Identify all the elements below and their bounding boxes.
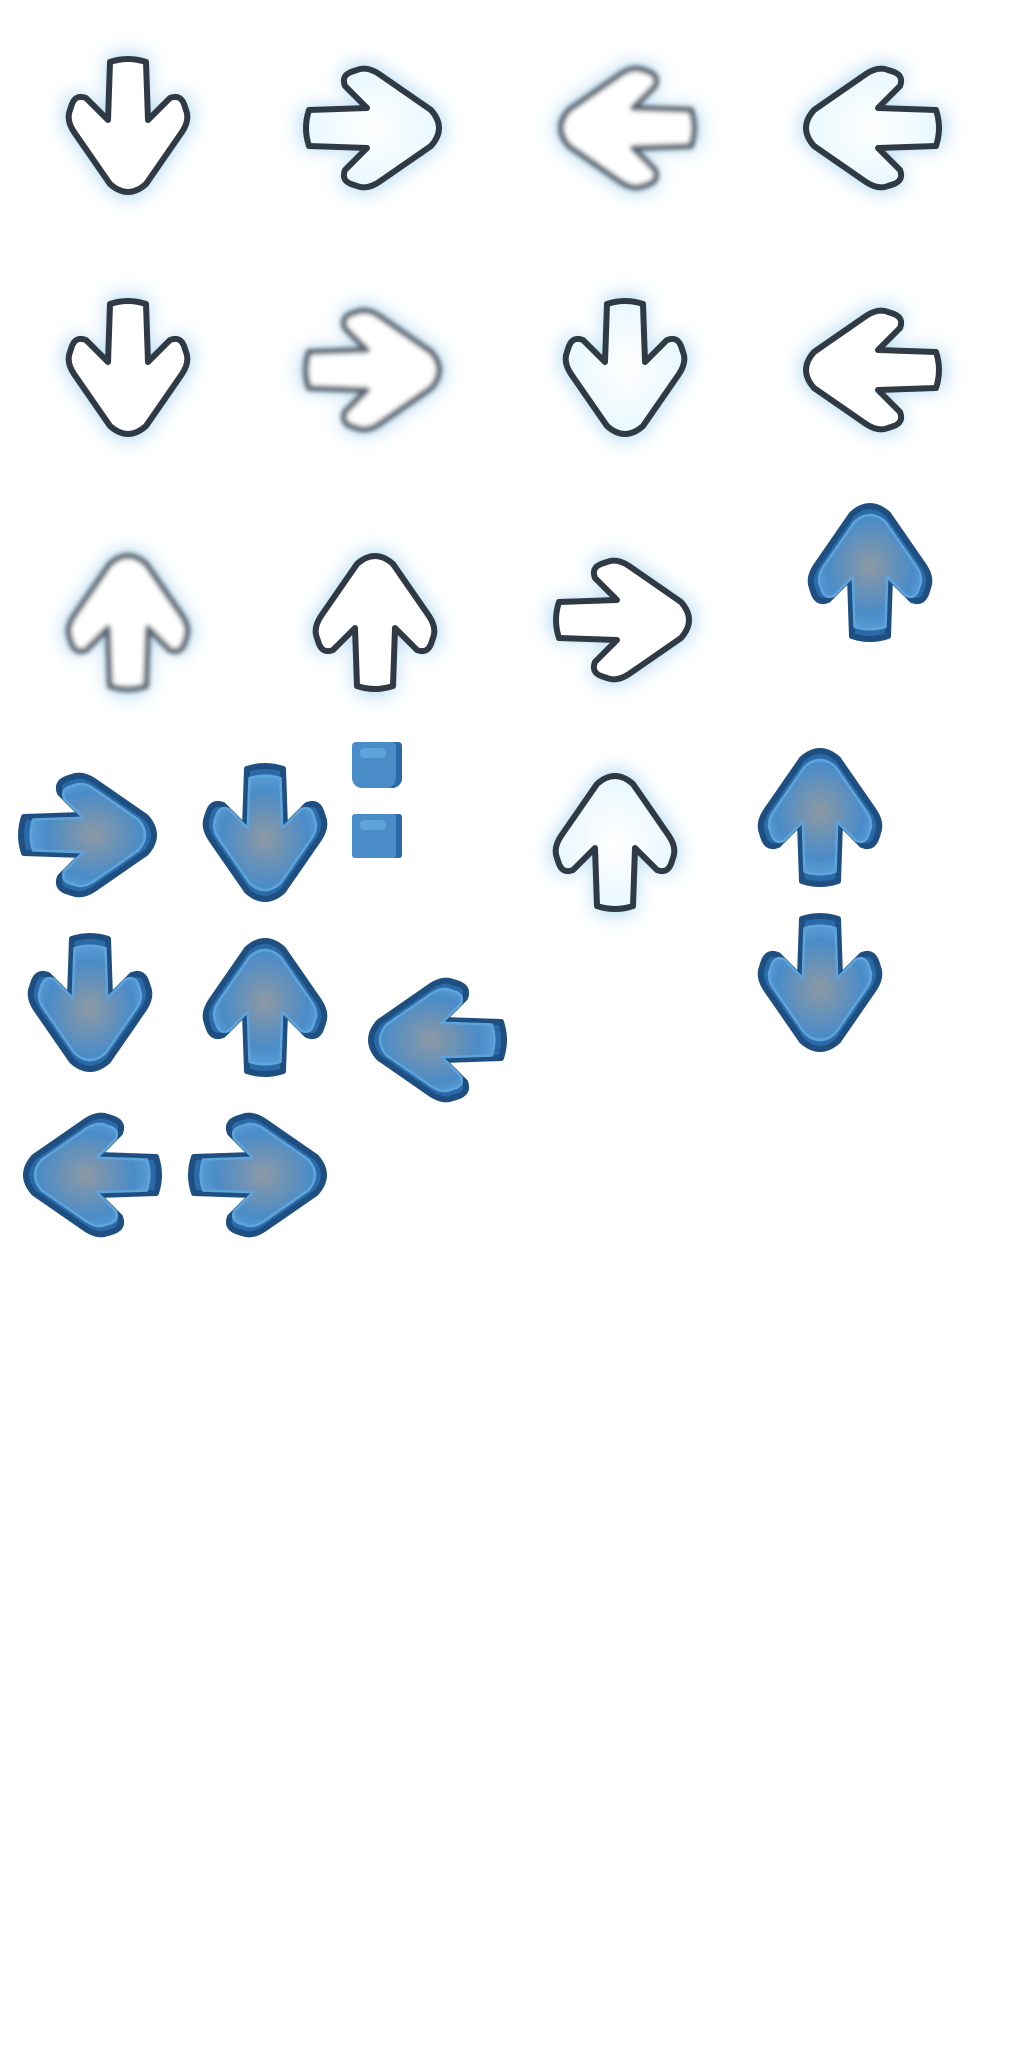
up-blue-note: [790, 490, 950, 650]
arrow-left-icon: [23, 1112, 162, 1238]
arrow-down-icon: [63, 295, 193, 440]
down-blue-note-3: [10, 925, 170, 1085]
right-blue-note: [10, 755, 170, 915]
hold-body-icon: [360, 820, 386, 830]
arrow-down-icon: [202, 763, 328, 902]
arrow-down-icon: [560, 295, 690, 440]
arrow-up-icon: [807, 503, 933, 642]
left-blue-note: [355, 960, 515, 1120]
arrow-left-icon: [555, 63, 700, 193]
arrow-up-icon: [202, 938, 328, 1077]
down-blue-note: [185, 755, 345, 915]
arrow-left-icon: [800, 305, 945, 435]
down-blue-note-2: [740, 905, 900, 1065]
left-white-glow: [790, 290, 950, 450]
arrow-left-icon: [800, 63, 945, 193]
arrow-right-icon: [550, 555, 695, 685]
up-blue-note-3: [185, 925, 345, 1085]
down-white-glow: [48, 48, 208, 208]
right-white-glow: [545, 540, 705, 700]
right-blue-note-2: [180, 1095, 340, 1255]
arrow-down-icon: [27, 933, 153, 1072]
right-ice-glow: [295, 48, 455, 208]
arrow-right-icon: [300, 63, 445, 193]
arrow-up-icon: [310, 550, 440, 695]
hold-end-icon: [360, 748, 386, 758]
arrow-up-icon: [63, 550, 193, 695]
arrow-up-icon: [550, 770, 680, 915]
arrow-left-icon: [368, 977, 507, 1103]
up-blue-note-2: [740, 735, 900, 895]
up-white-glow: [295, 540, 455, 700]
down-white-glow-2: [48, 290, 208, 450]
right-white-blurred: [295, 290, 455, 450]
arrow-down-icon: [757, 913, 883, 1052]
arrow-right-icon: [300, 305, 445, 435]
arrow-right-icon: [188, 1112, 327, 1238]
left-white-blurred: [545, 48, 705, 208]
arrow-down-icon: [63, 53, 193, 198]
down-ice-glow: [545, 290, 705, 450]
up-white-blurred: [48, 540, 208, 700]
hold-body: [352, 814, 402, 858]
left-ice-glow: [790, 48, 950, 208]
hold-end-cap: [352, 742, 402, 788]
arrow-right-icon: [18, 772, 157, 898]
arrow-up-icon: [757, 748, 883, 887]
up-ice-glow: [535, 760, 695, 920]
left-blue-note-2: [10, 1095, 170, 1255]
